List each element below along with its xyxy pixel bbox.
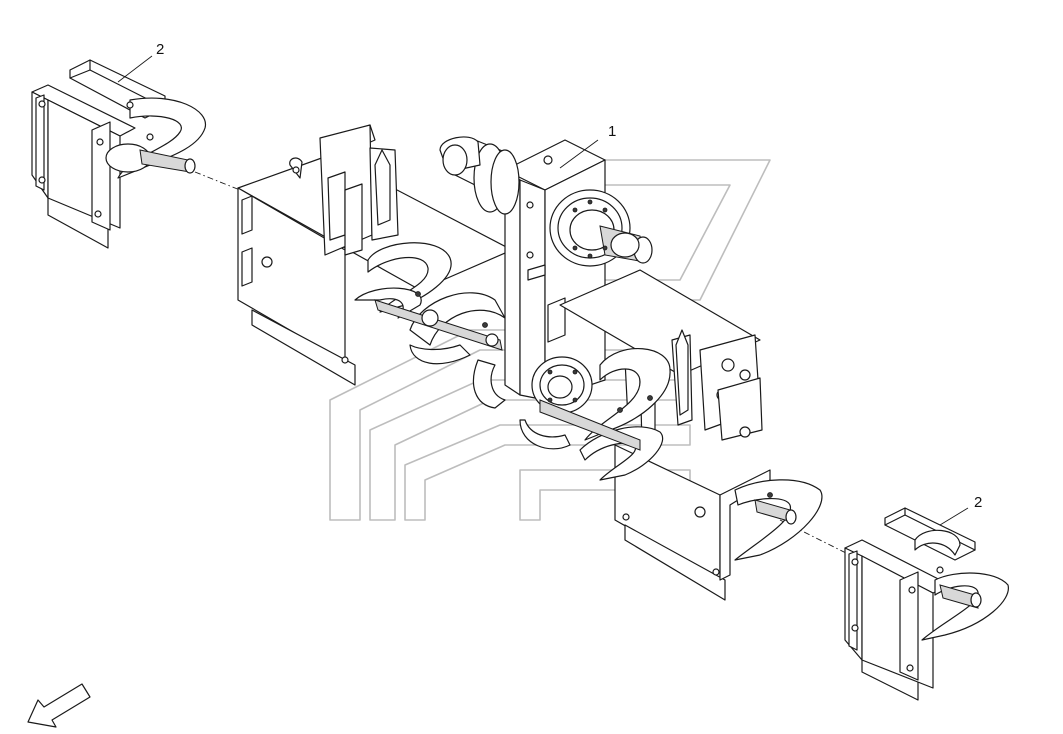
drive-gearbox bbox=[439, 136, 653, 414]
callout-1: 1 bbox=[559, 123, 616, 169]
auger-housing-right bbox=[519, 269, 823, 601]
auger-housing-left bbox=[237, 124, 513, 409]
callout-2-right: 2 bbox=[939, 494, 982, 526]
callout-2-left-label: 2 bbox=[156, 41, 164, 58]
end-cap-left bbox=[31, 59, 206, 249]
end-cap-right bbox=[844, 507, 1009, 701]
callout-1-label: 1 bbox=[608, 123, 616, 140]
callout-2-left: 2 bbox=[117, 41, 164, 83]
arrow-down-left-icon bbox=[27, 683, 91, 728]
callout-2-right-label: 2 bbox=[974, 494, 982, 511]
